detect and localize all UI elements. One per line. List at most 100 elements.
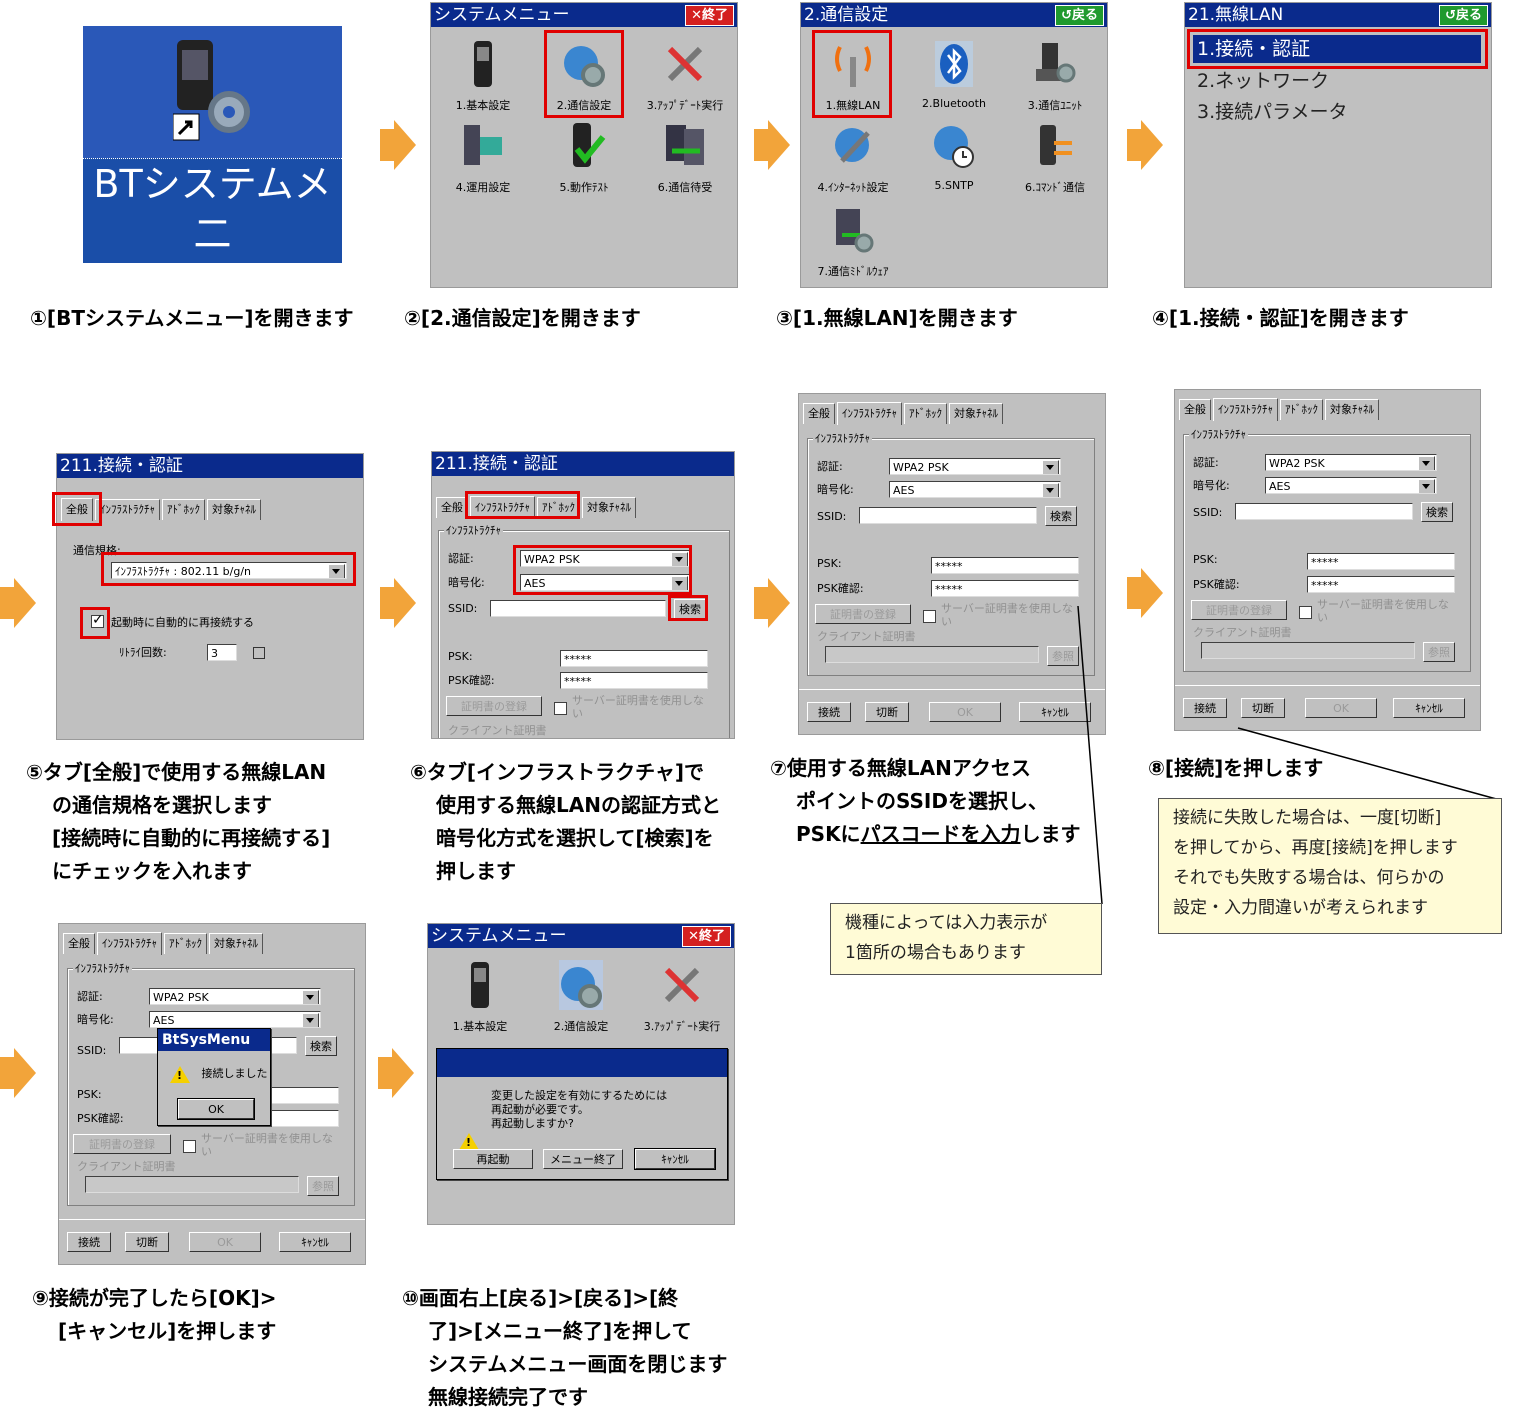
psk-confirm-input[interactable]: *****	[560, 672, 708, 689]
tab-bar: 全般ｲﾝﾌﾗｽﾄﾗｸﾁｬｱﾄﾞﾎｯｸ対象ﾁｬﾈﾙ	[1179, 398, 1381, 421]
search-button[interactable]: 検索	[1421, 502, 1453, 522]
menu-exit-button[interactable]: メニュー終了	[543, 1149, 623, 1169]
close-button[interactable]: ✕終了	[685, 5, 734, 26]
tab-infrastructure[interactable]: ｲﾝﾌﾗｽﾄﾗｸﾁｬ	[95, 499, 160, 520]
tab-adhoc[interactable]: ｱﾄﾞﾎｯｸ	[1280, 399, 1323, 420]
cert-register-button[interactable]: 証明書の登録	[815, 604, 911, 624]
group-label: ｲﾝﾌﾗｽﾄﾗｸﾁｬ	[813, 430, 872, 446]
menu-item-internet-settings[interactable]: 4.ｲﾝﾀｰﾈｯﾄ設定	[804, 121, 902, 195]
menu-item-basic-settings[interactable]: 1.基本設定	[434, 39, 532, 113]
disconnect-button[interactable]: 切断	[1241, 698, 1285, 718]
menu-item-update[interactable]: 3.ｱｯﾌﾟﾃﾞｰﾄ実行	[636, 39, 734, 113]
tab-target-channel[interactable]: 対象ﾁｬﾈﾙ	[582, 497, 636, 518]
menu-item-bluetooth[interactable]: 2.Bluetooth	[905, 39, 1003, 110]
menu-item-operation-settings[interactable]: 4.運用設定	[434, 121, 532, 195]
auth-select[interactable]: WPA2 PSK	[520, 550, 690, 567]
tab-general[interactable]: 全般	[436, 497, 468, 518]
restart-button[interactable]: 再起動	[453, 1149, 533, 1169]
menu-item-operation-test[interactable]: 5.動作ﾃｽﾄ	[535, 121, 633, 195]
menu-item-comm-settings[interactable]: 2.通信設定	[535, 39, 633, 113]
menu-item-comm-settings[interactable]: 2.通信設定	[532, 960, 630, 1034]
ok-button[interactable]: OK	[929, 702, 1001, 722]
reconnect-checkbox[interactable]	[91, 612, 104, 628]
cert-register-button[interactable]: 証明書の登録	[446, 696, 542, 716]
close-button[interactable]: ✕終了	[682, 926, 731, 947]
restart-cancel-button[interactable]: ｷｬﾝｾﾙ	[634, 1148, 716, 1170]
menu-item-comm-standby[interactable]: 6.通信待受	[636, 121, 734, 195]
psk-input[interactable]: *****	[1307, 553, 1455, 570]
ref-button[interactable]: 参照	[1423, 642, 1455, 662]
ssid-input[interactable]	[859, 507, 1037, 524]
tab-adhoc[interactable]: ｱﾄﾞﾎｯｸ	[162, 499, 205, 520]
server-cert-checkbox[interactable]	[183, 1140, 196, 1153]
menu-item-comm-middleware[interactable]: 7.通信ﾐﾄﾞﾙｳｪｱ	[804, 205, 902, 279]
client-cert-label: クライアント証明書	[75, 1158, 178, 1174]
cert-register-button[interactable]: 証明書の登録	[73, 1134, 171, 1154]
retry-input[interactable]: 3	[207, 644, 237, 661]
psk-confirm-input[interactable]: *****	[931, 580, 1079, 597]
spinner-icon[interactable]	[253, 647, 265, 659]
enc-select[interactable]: AES	[149, 1011, 321, 1028]
disconnect-button[interactable]: 切断	[125, 1232, 169, 1252]
connect-button[interactable]: 接続	[807, 702, 851, 722]
cancel-button[interactable]: ｷｬﾝｾﾙ	[1019, 702, 1091, 722]
menu-item-command-comm[interactable]: 6.ｺﾏﾝﾄﾞ通信	[1006, 121, 1104, 195]
menu-item-wireless-lan[interactable]: 1.無線LAN	[804, 39, 902, 113]
std-select[interactable]: ｲﾝﾌﾗｽﾄﾗｸﾁｬ : 802.11 b/g/n	[111, 562, 347, 579]
auth-select[interactable]: WPA2 PSK	[889, 458, 1061, 475]
enc-select[interactable]: AES	[520, 574, 690, 591]
cancel-button[interactable]: ｷｬﾝｾﾙ	[279, 1232, 351, 1252]
menu-item-comm-unit[interactable]: 3.通信ﾕﾆｯﾄ	[1006, 39, 1104, 113]
tab-target-channel[interactable]: 対象ﾁｬﾈﾙ	[949, 403, 1003, 424]
psk-confirm-input[interactable]: *****	[1307, 576, 1455, 593]
disconnect-button[interactable]: 切断	[865, 702, 909, 722]
ref-button[interactable]: 参照	[1047, 646, 1079, 666]
ssid-input[interactable]	[1235, 503, 1413, 520]
back-button[interactable]: ↺戻る	[1055, 5, 1104, 26]
psk-input[interactable]: *****	[560, 650, 708, 667]
ok-button[interactable]: OK	[1305, 698, 1377, 718]
tab-target-channel[interactable]: 対象ﾁｬﾈﾙ	[209, 933, 263, 954]
connect-button[interactable]: 接続	[1183, 698, 1227, 718]
menu-item-update[interactable]: 3.ｱｯﾌﾟﾃﾞｰﾄ実行	[633, 960, 731, 1034]
server-cert-checkbox[interactable]	[1299, 606, 1312, 619]
search-button[interactable]: 検索	[1045, 506, 1077, 526]
ssid-input[interactable]	[490, 600, 666, 617]
enc-select[interactable]: AES	[1265, 477, 1437, 494]
tab-general[interactable]: 全般	[63, 933, 95, 954]
tab-infrastructure[interactable]: ｲﾝﾌﾗｽﾄﾗｸﾁｬ	[837, 402, 902, 425]
auth-select[interactable]: WPA2 PSK	[149, 988, 321, 1005]
tab-infrastructure[interactable]: ｲﾝﾌﾗｽﾄﾗｸﾁｬ	[97, 932, 162, 955]
tab-infrastructure[interactable]: ｲﾝﾌﾗｽﾄﾗｸﾁｬ	[1213, 398, 1278, 421]
ok-button[interactable]: OK	[189, 1232, 261, 1252]
search-button[interactable]: 検索	[674, 599, 706, 619]
ref-button[interactable]: 参照	[307, 1176, 339, 1196]
menu-item-connect-params[interactable]: 3.接続パラメータ	[1197, 101, 1348, 123]
tab-general[interactable]: 全般	[803, 403, 835, 424]
chevron-down-icon	[302, 990, 319, 1004]
menu-item-connect-auth[interactable]: 1.接続・認証	[1193, 35, 1481, 63]
menu-item-basic-settings[interactable]: 1.基本設定	[431, 960, 529, 1034]
tab-infrastructure[interactable]: ｲﾝﾌﾗｽﾄﾗｸﾁｬ	[470, 496, 535, 519]
connect-button[interactable]: 接続	[67, 1232, 111, 1252]
tab-adhoc[interactable]: ｱﾄﾞﾎｯｸ	[164, 933, 207, 954]
server-cert-checkbox[interactable]	[554, 702, 567, 715]
tab-general[interactable]: 全般	[61, 498, 93, 521]
tab-target-channel[interactable]: 対象ﾁｬﾈﾙ	[1325, 399, 1379, 420]
cancel-button[interactable]: ｷｬﾝｾﾙ	[1393, 698, 1465, 718]
menu-item-network[interactable]: 2.ネットワーク	[1197, 70, 1330, 92]
auth-select[interactable]: WPA2 PSK	[1265, 454, 1437, 471]
search-button[interactable]: 検索	[305, 1036, 337, 1056]
tab-adhoc[interactable]: ｱﾄﾞﾎｯｸ	[904, 403, 947, 424]
psk-input[interactable]: *****	[931, 557, 1079, 574]
enc-select[interactable]: AES	[889, 481, 1061, 498]
tab-general[interactable]: 全般	[1179, 399, 1211, 420]
tab-target-channel[interactable]: 対象ﾁｬﾈﾙ	[207, 499, 261, 520]
tab-adhoc[interactable]: ｱﾄﾞﾎｯｸ	[537, 497, 580, 518]
bt-system-menu-shortcut[interactable]: BTシステムメ二 ュー	[83, 26, 342, 306]
menu-item-sntp[interactable]: 5.SNTP	[905, 121, 1003, 192]
server-cert-checkbox[interactable]	[923, 610, 936, 623]
dialog-ok-button[interactable]: OK	[177, 1098, 255, 1120]
cert-register-button[interactable]: 証明書の登録	[1191, 600, 1287, 620]
back-button[interactable]: ↺戻る	[1439, 5, 1488, 26]
